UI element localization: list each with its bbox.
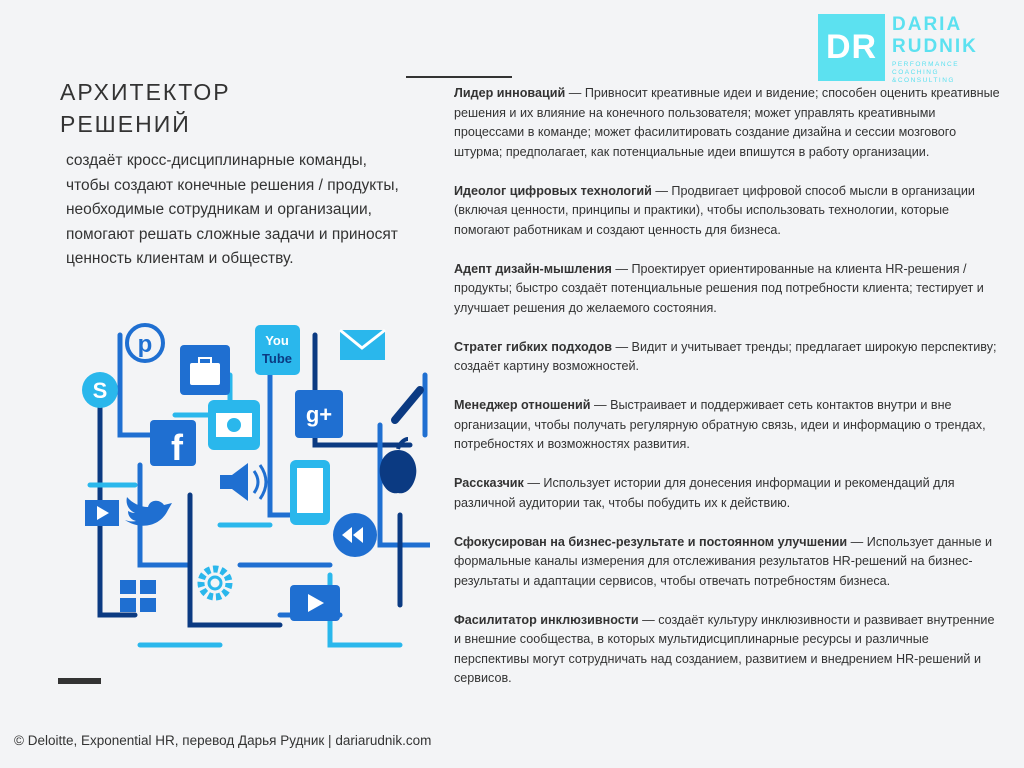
role-description: — Видит и учитывает тренды; предлагает ш… (454, 339, 997, 374)
role-description: — Использует данные и формальные каналы … (454, 534, 993, 588)
youtube-tube: Tube (262, 351, 292, 366)
skype-icon: S (82, 372, 118, 408)
page-title-line1: АРХИТЕКТОР (60, 79, 231, 105)
role-item: Стратег гибких подходов — Видит и учитыв… (454, 338, 1002, 377)
role-item: Лидер инноваций — Привносит креативные и… (454, 84, 1002, 162)
page-title: АРХИТЕКТОР РЕШЕНИЙ (60, 76, 390, 140)
svg-text:p: p (138, 331, 153, 358)
apple-icon (379, 437, 417, 494)
role-description: — Использует истории для донесения инфор… (454, 476, 955, 510)
intro-text: создаёт кросс-дисциплинарные команды, чт… (66, 152, 399, 267)
role-name: Идеолог цифровых технологий (454, 183, 652, 198)
roles-list: Лидер инноваций — Привносит креативные и… (454, 84, 1002, 708)
role-item: Адепт дизайн-мышления — Проектирует орие… (454, 260, 1002, 319)
role-name: Лидер инноваций (454, 86, 566, 100)
role-name: Фасилитатор инклюзивности (454, 612, 639, 627)
role-item: Рассказчик — Использует истории для доне… (454, 474, 1002, 513)
logo-name: DARIA RUDNIK (892, 14, 978, 58)
role-name: Стратег гибких подходов (454, 339, 612, 354)
page-title-line2: РЕШЕНИЙ (60, 111, 191, 137)
role-description: — Проектирует ориентированные на клиента… (454, 261, 984, 315)
logo-name-line2: RUDNIK (892, 36, 978, 57)
phone-icon (290, 460, 330, 525)
role-name: Сфокусирован на бизнес-результате и пост… (454, 534, 848, 549)
logo-subtitle: PERFORMANCE COACHING &CONSULTING (892, 61, 960, 84)
svg-text:g+: g+ (306, 402, 332, 427)
role-description: — Продвигает цифровой способ мысли в орг… (454, 183, 975, 237)
facebook-icon: f (150, 420, 196, 468)
pinterest-icon: p (125, 323, 165, 363)
role-name: Адепт дизайн-мышления (454, 261, 612, 276)
youtube-you: You (265, 333, 289, 348)
camera-icon (208, 400, 260, 450)
speaker-icon (220, 463, 268, 501)
role-description: — Привносит креативные идеи и видение; с… (454, 86, 1000, 159)
tech-icons-illustration: p You Tube S g+ f (82, 323, 430, 648)
gear-icon (197, 565, 233, 601)
play-icon (290, 585, 340, 621)
mail-icon (339, 328, 386, 360)
role-name: Менеджер отношений (454, 398, 591, 412)
role-item: Сфокусирован на бизнес-результате и пост… (454, 533, 1002, 592)
youtube-icon: You Tube (255, 325, 300, 375)
svg-text:S: S (93, 378, 108, 403)
windows-icon (120, 580, 156, 612)
role-item: Фасилитатор инклюзивности — создаёт куль… (454, 611, 1002, 689)
role-item: Идеолог цифровых технологий — Продвигает… (454, 182, 1002, 241)
briefcase-icon (180, 345, 230, 395)
twitter-icon (125, 497, 172, 526)
role-item: Менеджер отношений — Выстраивает и подде… (454, 396, 1002, 455)
logo-name-line1: DARIA (892, 14, 963, 35)
video-icon (85, 500, 119, 526)
footer-credit: © Deloitte, Exponential HR, перевод Дарь… (14, 733, 432, 748)
bottom-divider (58, 678, 101, 684)
logo-mark: DR (818, 14, 885, 81)
role-description: — создаёт культуру инклюзивности и разви… (454, 612, 995, 686)
google-plus-icon: g+ (295, 390, 343, 438)
pencil-icon (391, 386, 424, 424)
role-description: — Выстраивает и поддерживает сеть контак… (454, 398, 986, 451)
svg-text:f: f (171, 427, 184, 468)
top-divider (406, 76, 512, 78)
role-name: Рассказчик (454, 476, 524, 490)
rewind-icon (333, 513, 377, 557)
